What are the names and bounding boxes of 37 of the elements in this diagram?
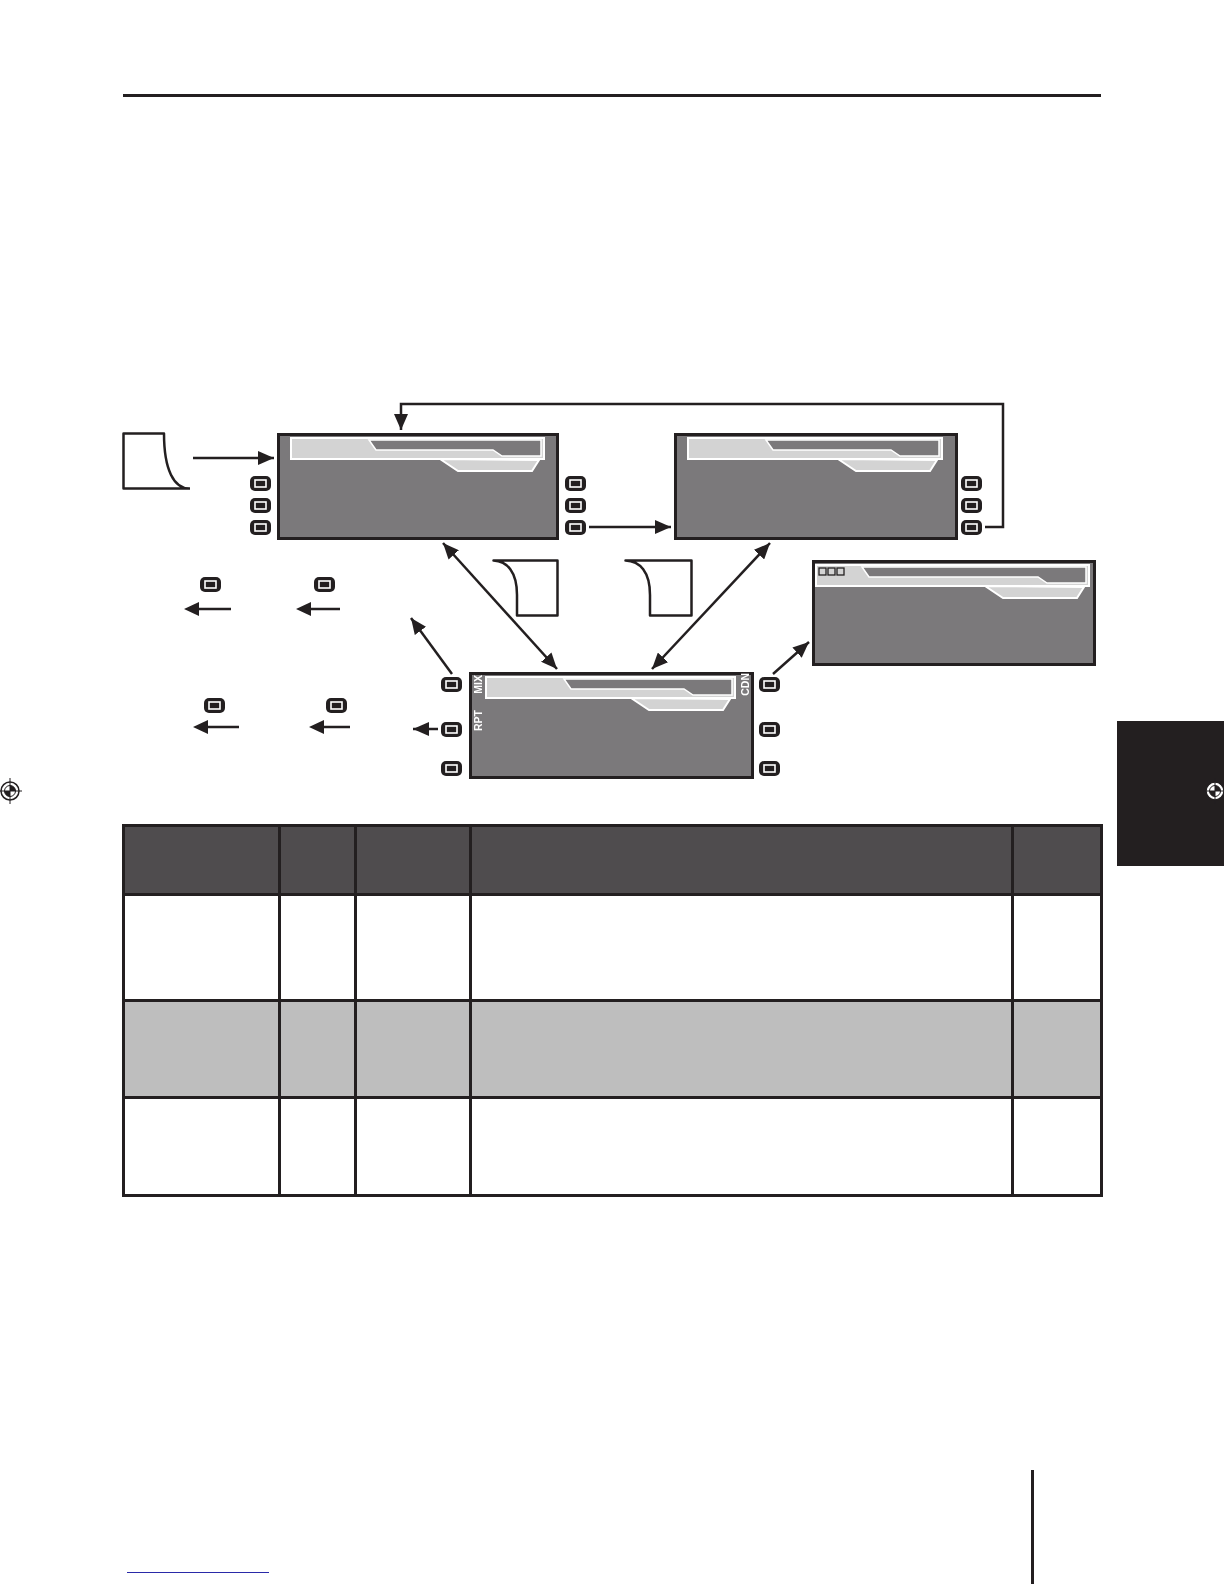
arrow xyxy=(772,641,810,675)
display-label: MIX xyxy=(472,675,484,694)
button-icon xyxy=(759,761,780,776)
button-icon xyxy=(441,677,462,692)
button-icon xyxy=(204,698,225,713)
button-icon xyxy=(326,698,347,713)
arrow xyxy=(413,722,438,736)
lcd-display xyxy=(812,560,1096,666)
button-icon xyxy=(250,476,271,491)
curved-tab-shape xyxy=(492,559,559,617)
button-icon xyxy=(200,577,221,592)
button-icon xyxy=(961,520,982,535)
curved-tab-shape xyxy=(624,559,693,617)
display-label: RPT xyxy=(472,710,484,731)
arrow xyxy=(394,402,1005,529)
curved-tab-shape xyxy=(122,432,190,490)
button-icon xyxy=(759,722,780,737)
button-icon xyxy=(250,498,271,513)
button-icon xyxy=(961,476,982,491)
button-icon xyxy=(565,476,586,491)
display-label: CDN xyxy=(739,673,751,696)
arrow xyxy=(589,520,671,534)
arrow xyxy=(193,451,274,465)
double-arrow xyxy=(442,542,558,670)
lcd-display xyxy=(469,672,754,779)
button-icon xyxy=(565,498,586,513)
lcd-display xyxy=(674,433,958,540)
button-icon xyxy=(961,498,982,513)
double-arrow xyxy=(651,542,771,670)
button-icon xyxy=(441,761,462,776)
button-icon xyxy=(759,677,780,692)
button-icon xyxy=(250,520,271,535)
lcd-display xyxy=(277,433,559,540)
button-icon xyxy=(565,520,586,535)
button-icon xyxy=(314,577,335,592)
arrow xyxy=(410,617,453,675)
button-icon xyxy=(441,722,462,737)
